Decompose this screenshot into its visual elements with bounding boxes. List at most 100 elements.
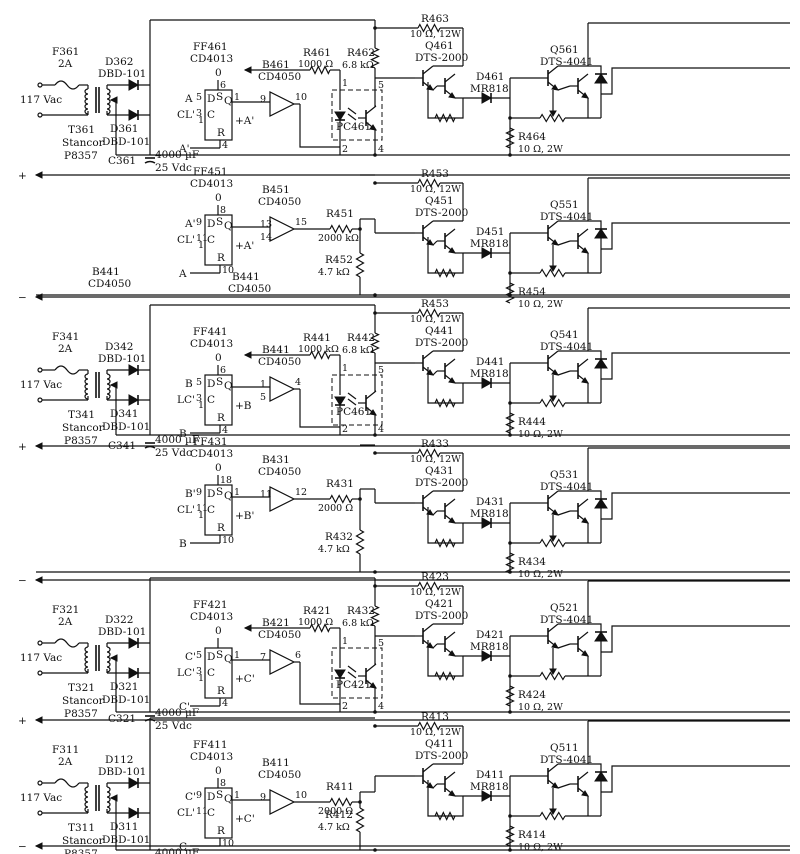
pin-number: 1 [234,487,240,498]
diode-ref: D421 [476,629,504,641]
transistor-ref: Q551 [550,199,579,211]
diode-ref: D361 [110,123,138,135]
pin-number: 10 [295,790,307,801]
clock-input-signal: CL' [177,504,195,516]
pin-number: 5 [196,650,202,661]
wiper-arrow [549,265,557,272]
light-ray [347,107,357,115]
pin-number: 12 [295,487,307,498]
resistor-value: 2000 Ω [318,806,353,817]
optocoupler-ref: PC461 [336,406,371,418]
wire [432,783,438,789]
rectifier-diode-top [128,79,140,91]
transistor-icon [570,73,589,99]
pin-d-letter: D [207,651,215,663]
transistor-part: DTS-2000 [415,52,468,64]
resistor-value: 2000 kΩ [318,233,359,244]
transistor-ref: Q531 [550,469,579,481]
collector-lead [365,105,377,115]
supply-label: +B [235,400,252,412]
transistor-ref: Q411 [425,738,454,750]
buffer-part: CD4050 [258,356,301,368]
transformer-maker: Stancor [62,695,105,707]
winding [106,791,111,798]
pin-number: 5 [378,365,384,376]
buffer-triangle [269,789,296,815]
pin-s-letter: S [216,216,223,228]
diode-icon [481,650,493,662]
diode-triangle [481,517,493,529]
pin-number: 4 [378,424,384,435]
resistor-value: 6.8 kΩ [342,60,374,71]
emitter-arrow [581,517,589,524]
winding [106,806,111,813]
potentiometer-symbol [539,538,566,548]
emitter-arrow [448,377,456,384]
pin-number: 11 [260,489,272,500]
flip-flop-part: CD4013 [190,448,233,460]
resistor-ref: R432 [325,531,353,543]
pin-number: 10 [295,92,307,103]
power-supply: 117 VacF3112AT311StancorP8357D112DBD-101… [20,717,790,854]
buffer-ref: B431 [262,454,290,466]
transistor-icon [415,763,434,789]
junction-dot [373,311,377,315]
light-ray [347,113,357,121]
d-input-signal: B' [185,488,196,500]
flip-flop-ref: FF451 [193,166,228,178]
resistor-symbol [417,178,441,188]
light-ray [347,392,357,400]
rail-polarity-label: + [18,715,27,727]
pin-c-letter: C [207,504,215,516]
pin-number: 4 [378,701,384,712]
wire [374,687,376,712]
pin-number: 1 [198,240,204,251]
diode-part: MR818 [470,238,509,250]
diode-ref: D322 [105,614,133,626]
wire [601,765,790,793]
capacitor-voltage: 25 Vdc [155,162,192,174]
pin-q-letter: Q [224,220,233,232]
resistor-value: 10 Ω, 12W [410,314,461,325]
diode-part: MR818 [470,368,509,380]
transistor-part: DTS-2000 [415,750,468,762]
light-ray [347,671,357,679]
diode-triangle [334,669,346,679]
wire [374,363,376,392]
resistor-symbol [370,605,380,627]
ac-input-label: 117 Vac [20,379,62,391]
capacitor-voltage: 25 Vdc [155,720,192,732]
wire [432,85,438,91]
ac-terminal [37,640,43,646]
transistor-ref: Q421 [425,598,454,610]
freewheel-diode-icon [594,73,608,84]
emitter-arrow [551,509,559,516]
flip-flop-part: CD4013 [190,611,233,623]
feedback-arrow [243,624,252,632]
set-level: 0 [215,67,222,79]
winding [106,383,111,390]
winding [106,388,111,395]
emitter-arrow [581,92,589,99]
optocoupler-ref: PC421 [336,679,371,691]
junction-dot [358,800,362,804]
resistor-symbol [505,825,515,847]
resistor-ref: R452 [325,254,353,266]
diode-triangle [481,92,493,104]
wire [601,492,790,520]
clock-input-signal: CL' [177,234,195,246]
wire [557,510,571,516]
rectifier-diode-top [128,637,140,649]
potentiometer-symbol [539,811,566,821]
fuse-ref: F341 [52,331,79,343]
junction-dot [508,541,512,545]
